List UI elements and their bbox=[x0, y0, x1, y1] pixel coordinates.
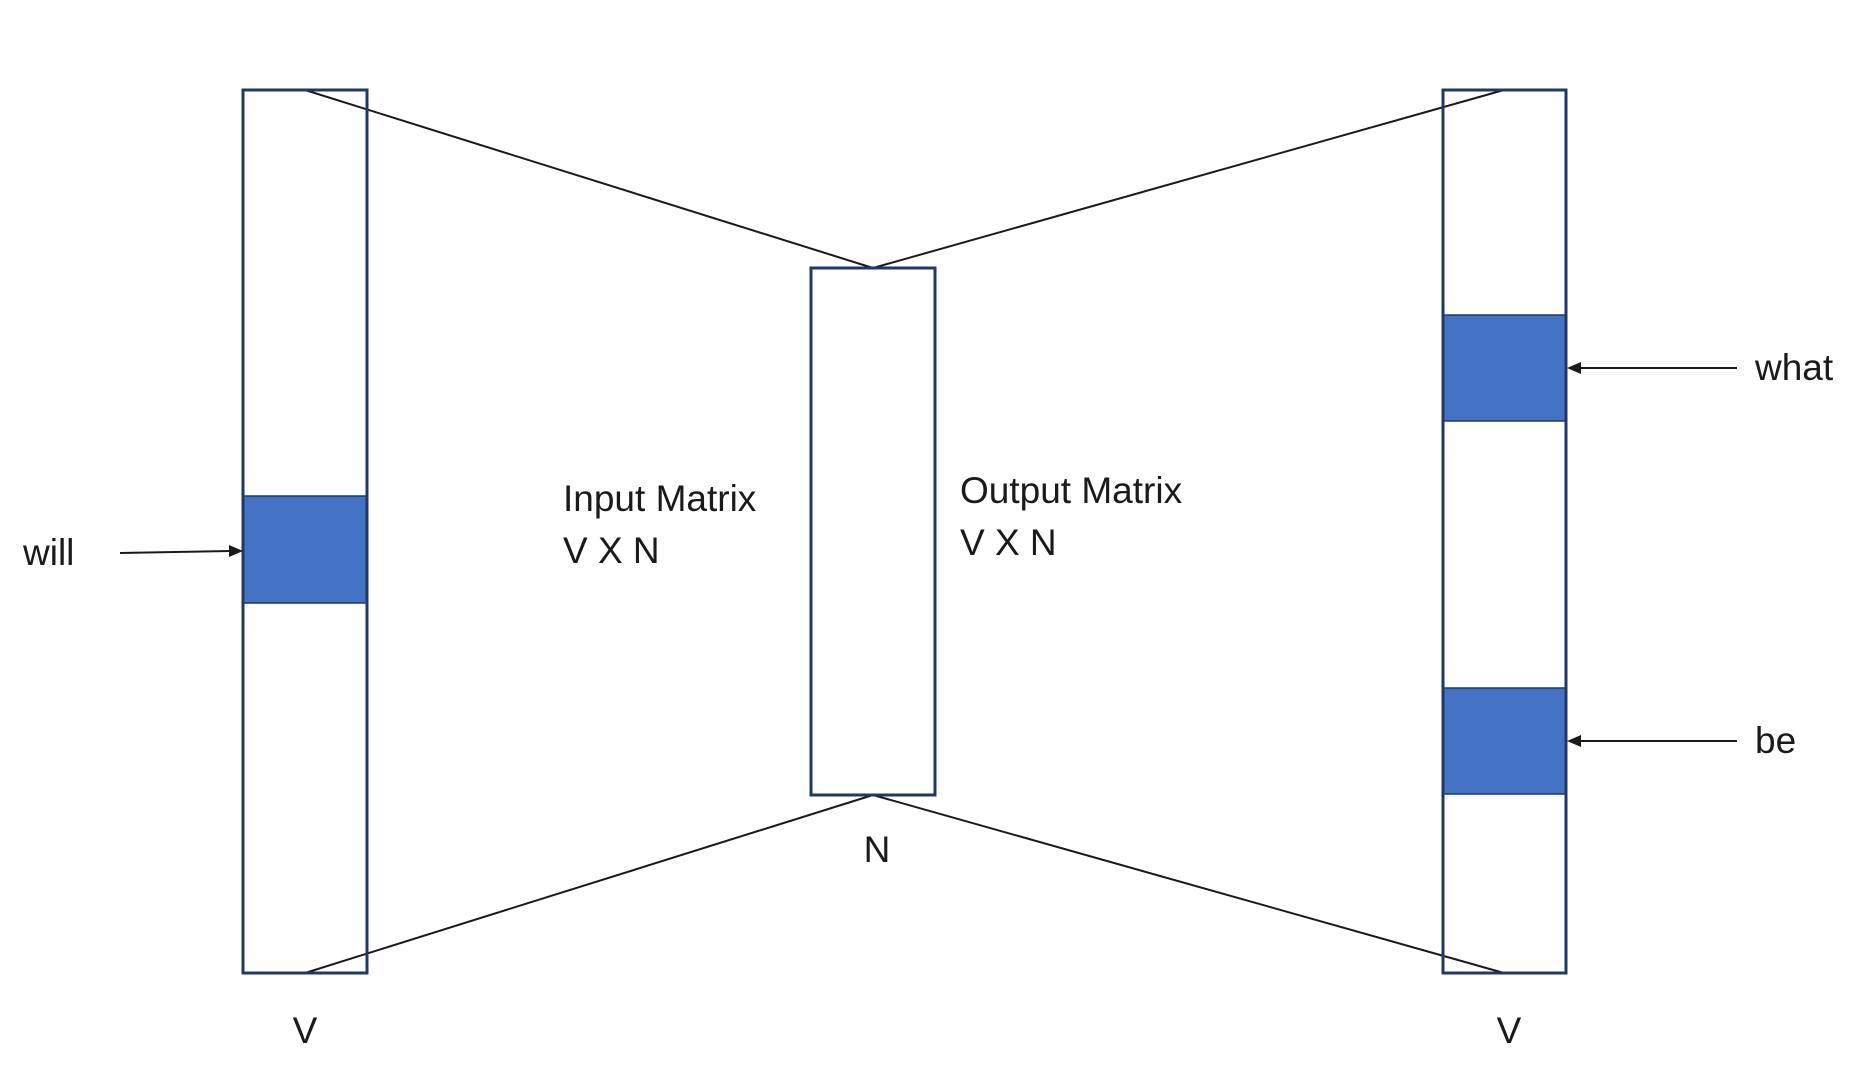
hidden-layer-column bbox=[809, 266, 937, 797]
input-vector-column bbox=[241, 88, 369, 975]
input-word-label: will bbox=[22, 532, 74, 573]
output-arrow-top bbox=[1567, 362, 1737, 374]
output-arrow-bottom bbox=[1567, 735, 1737, 747]
output-bottom-connector bbox=[872, 794, 1505, 974]
output-matrix-name: Output Matrix bbox=[960, 470, 1183, 511]
output-word-bottom-label: be bbox=[1755, 720, 1796, 761]
input-arrow-head bbox=[229, 545, 243, 557]
output-word-top-label: what bbox=[1754, 347, 1834, 388]
input-arrow bbox=[119, 545, 243, 557]
input-matrix-name: Input Matrix bbox=[563, 478, 757, 519]
input-arrow-line bbox=[119, 550, 231, 554]
output-vector-label: V bbox=[1497, 1010, 1522, 1051]
input-matrix-dims: V X N bbox=[563, 530, 660, 571]
input-word-cell bbox=[242, 495, 368, 604]
input-vector bbox=[241, 88, 369, 975]
input-top-connector bbox=[304, 89, 874, 269]
output-vector bbox=[1441, 88, 1568, 975]
output-arrow-top-head bbox=[1567, 362, 1581, 374]
output-arrow-bottom-head bbox=[1567, 735, 1581, 747]
output-vector-column bbox=[1441, 88, 1568, 975]
output-top-connector bbox=[872, 89, 1505, 269]
output-word-cell-bottom bbox=[1442, 687, 1567, 795]
output-matrix-dims: V X N bbox=[960, 522, 1057, 563]
input-vector-label: V bbox=[293, 1010, 318, 1051]
input-bottom-connector bbox=[304, 794, 874, 974]
output-word-cell-top bbox=[1442, 314, 1567, 422]
hidden-vector-label: N bbox=[864, 829, 891, 870]
